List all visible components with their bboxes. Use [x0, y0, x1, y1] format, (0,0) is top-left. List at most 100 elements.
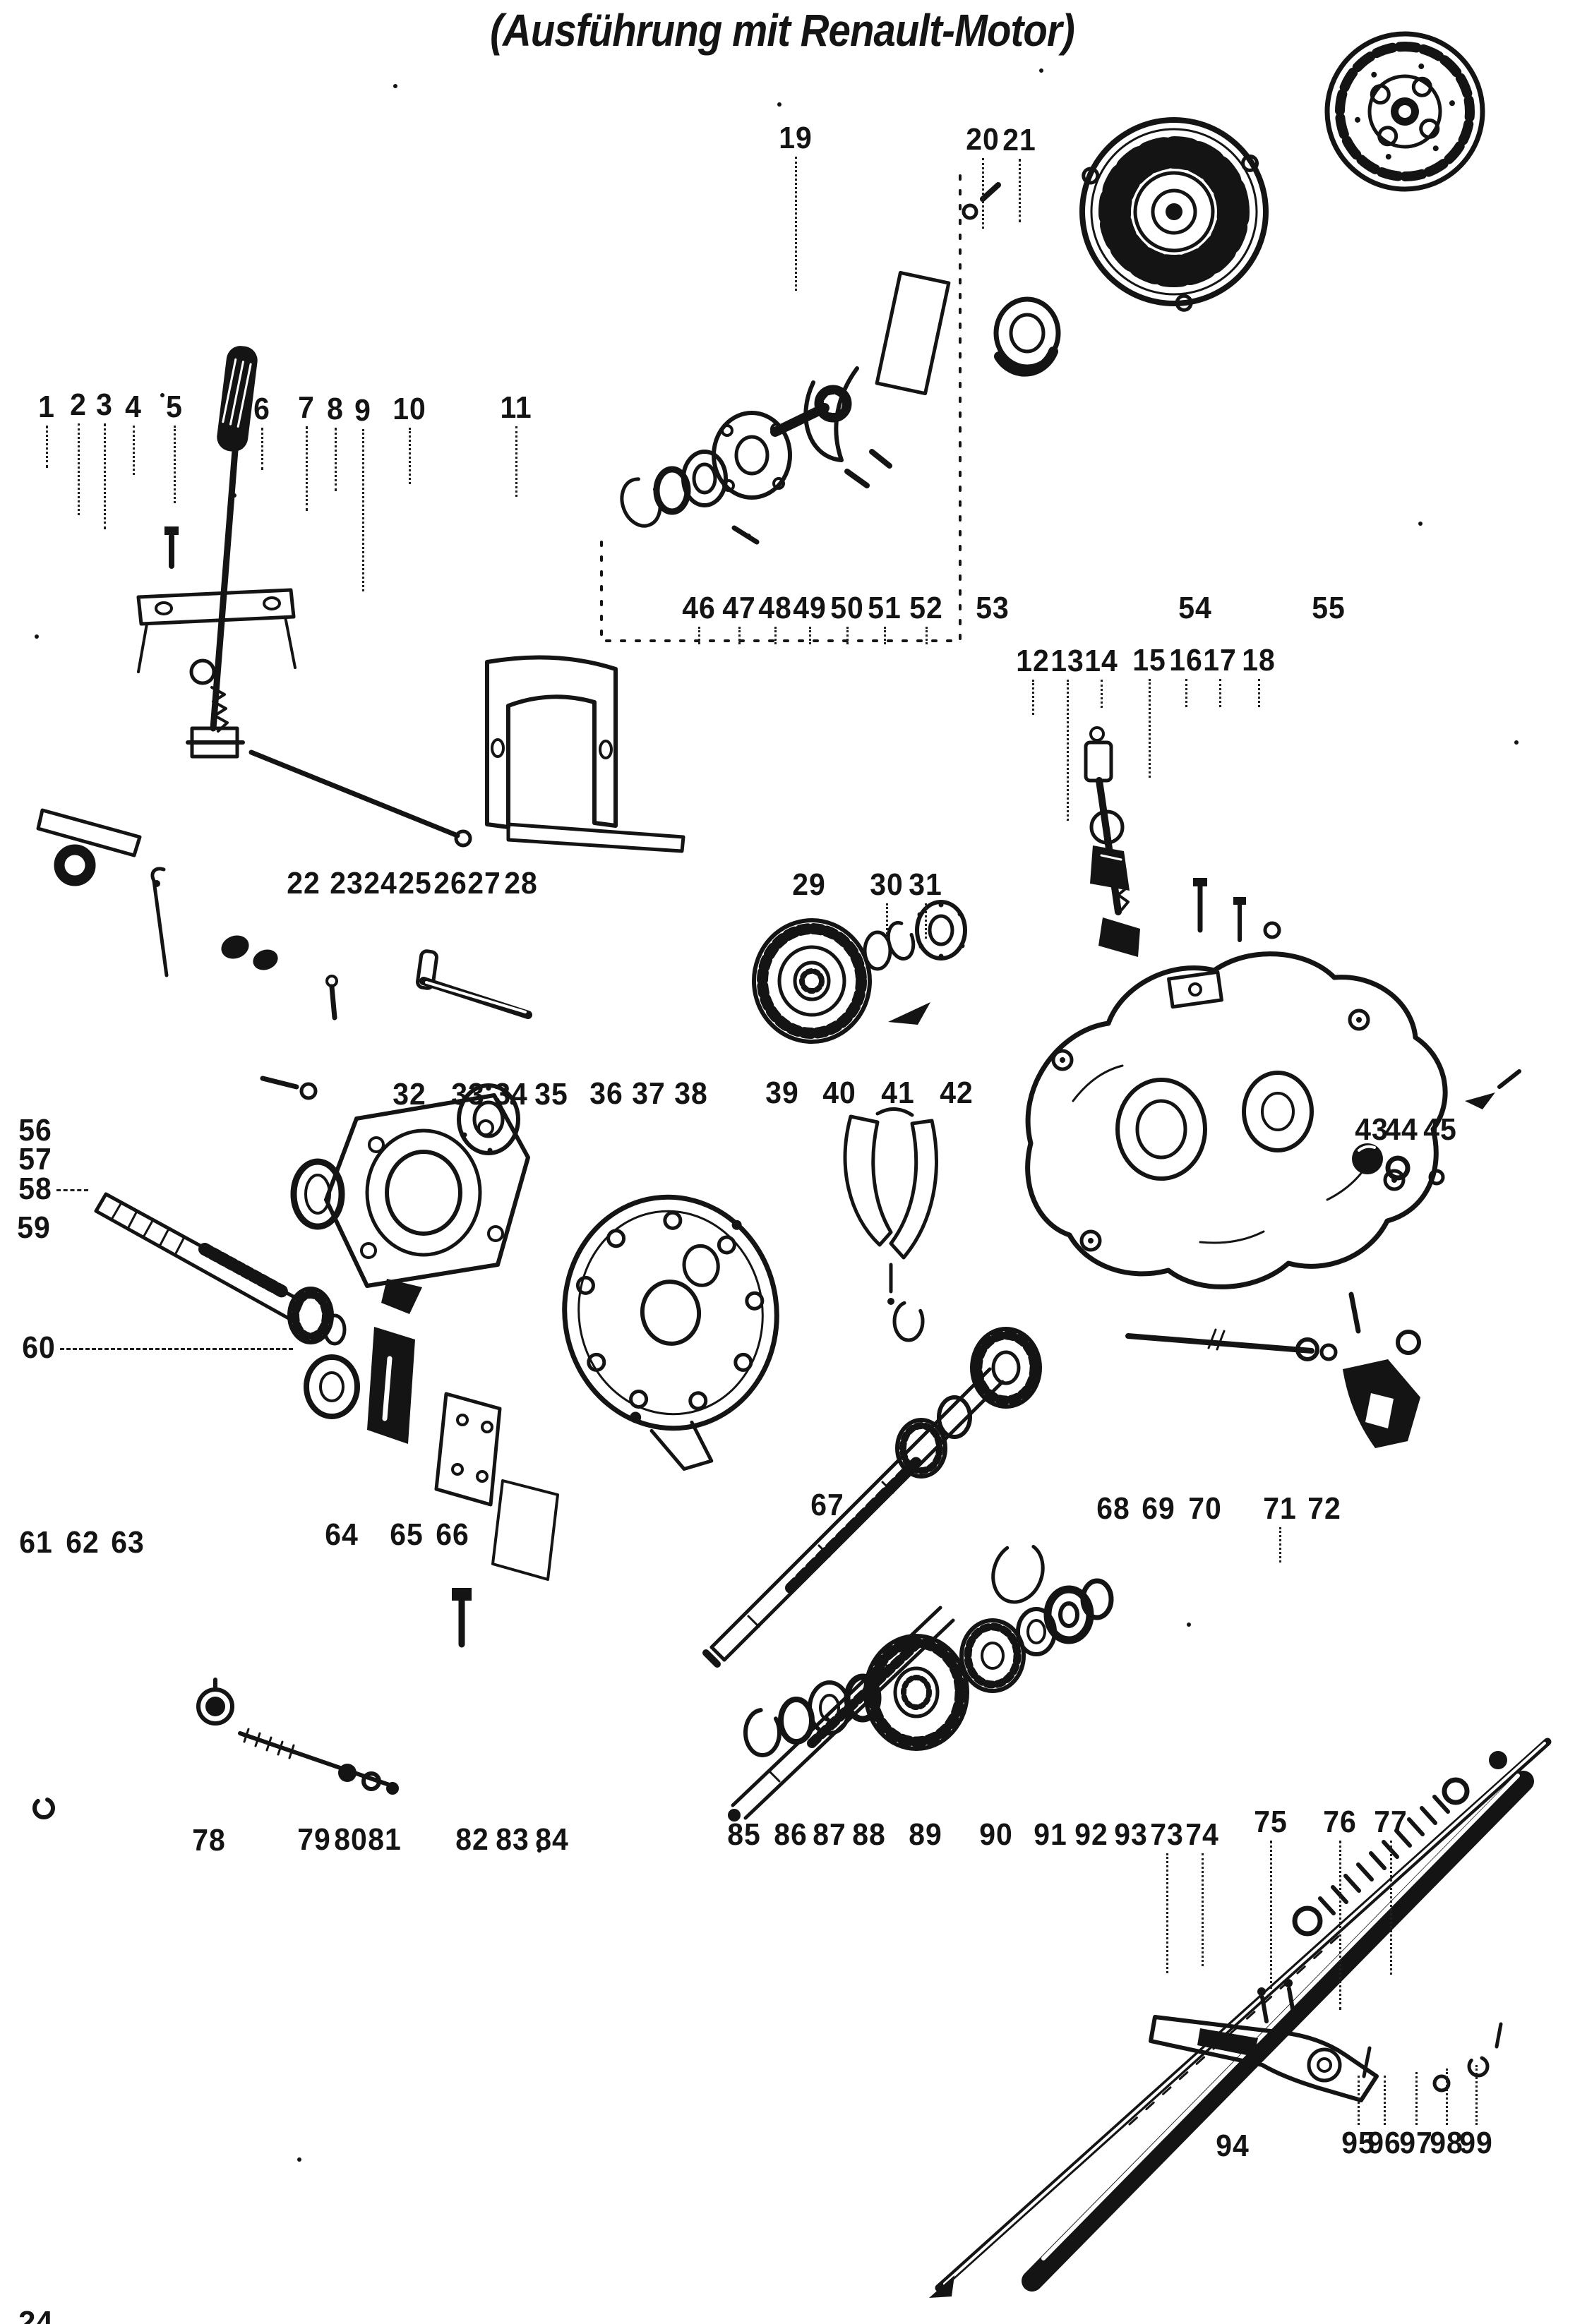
leader-line-19 [795, 157, 797, 291]
part-label-99: 99 [1459, 2126, 1493, 2160]
part-label-2: 2 [70, 387, 87, 422]
leader-line-99 [1475, 2065, 1478, 2125]
part-label-69: 69 [1142, 1491, 1175, 1526]
part-label-20: 20 [966, 122, 1000, 157]
leader-line-77 [1390, 1841, 1392, 1975]
part-label-73: 73 [1150, 1817, 1184, 1852]
clutch-disc [1324, 31, 1485, 192]
leader-line-30 [886, 903, 888, 939]
part-label-1: 1 [38, 390, 55, 424]
leader-line-6 [261, 428, 263, 470]
part-label-37: 37 [632, 1076, 666, 1111]
part-label-51: 51 [868, 591, 902, 625]
part-label-47: 47 [722, 591, 756, 625]
part-label-72: 72 [1307, 1491, 1341, 1526]
speedo-drive-group [32, 1678, 399, 1819]
part-label-92: 92 [1074, 1817, 1108, 1852]
shift-tower [1084, 726, 1281, 957]
leader-line-2 [78, 423, 80, 515]
lower-gear-cluster [728, 1541, 1114, 1822]
part-label-33: 33 [451, 1077, 485, 1112]
part-label-65: 65 [390, 1517, 424, 1552]
part-label-8: 8 [327, 392, 344, 426]
part-label-24: 24 [364, 866, 397, 901]
leader-line-16 [1185, 679, 1187, 707]
part-label-55: 55 [1312, 591, 1346, 625]
part-label-35: 35 [534, 1077, 568, 1112]
leader-line-96 [1384, 2076, 1386, 2125]
part-label-9: 9 [354, 393, 371, 428]
part-label-13: 13 [1050, 644, 1084, 678]
part-label-39: 39 [765, 1076, 799, 1110]
part-label-6: 6 [253, 392, 270, 426]
leader-line-20 [982, 158, 984, 229]
part-label-10: 10 [393, 392, 426, 426]
part-label-34: 34 [494, 1077, 528, 1112]
part-label-97: 97 [1399, 2126, 1433, 2160]
part-label-84: 84 [535, 1822, 569, 1857]
input-shaft-parts [620, 182, 1061, 545]
part-label-70: 70 [1188, 1491, 1222, 1526]
part-label-12: 12 [1016, 644, 1050, 678]
part-label-77: 77 [1374, 1805, 1408, 1839]
leader-line-18 [1258, 679, 1260, 707]
part-label-43: 43 [1355, 1112, 1389, 1147]
part-label-42: 42 [940, 1076, 974, 1110]
leader-line-75 [1270, 1841, 1272, 1989]
leader-line-95 [1358, 2076, 1360, 2125]
clutch-pressure-plate [1079, 117, 1269, 312]
part-label-63: 63 [111, 1525, 145, 1560]
part-label-75: 75 [1254, 1805, 1288, 1839]
leader-line-46 [698, 627, 700, 644]
part-label-30: 30 [870, 867, 904, 902]
leader-line-47 [738, 627, 741, 644]
part-label-60: 60 [22, 1330, 56, 1365]
part-label-79: 79 [297, 1822, 331, 1857]
part-label-52: 52 [909, 591, 943, 625]
leader-line-21 [1019, 159, 1021, 222]
part-label-5: 5 [166, 390, 183, 424]
part-label-74: 74 [1185, 1817, 1219, 1852]
part-label-50: 50 [830, 591, 864, 625]
part-label-59: 59 [17, 1210, 51, 1245]
leader-line-8 [335, 428, 337, 491]
part-label-41: 41 [881, 1076, 915, 1110]
part-label-32: 32 [393, 1077, 426, 1112]
part-label-25: 25 [398, 866, 432, 901]
part-label-95: 95 [1341, 2126, 1375, 2160]
leader-line-58 [56, 1189, 88, 1191]
input-shaft [94, 1192, 347, 1346]
selector-rod-group [1125, 1292, 1421, 1448]
leader-line-1 [46, 426, 48, 468]
part-label-68: 68 [1096, 1491, 1130, 1526]
page-title: (Ausführung mit Renault-Motor) [490, 5, 1075, 56]
part-label-56: 56 [18, 1113, 52, 1148]
part-label-3: 3 [96, 387, 113, 422]
leader-line-9 [362, 429, 364, 591]
leader-line-49 [809, 627, 811, 644]
adapter-plate [562, 1194, 779, 1471]
part-label-80: 80 [334, 1822, 368, 1857]
part-label-78: 78 [192, 1823, 226, 1858]
part-label-61: 61 [19, 1525, 53, 1560]
leader-line-50 [846, 627, 849, 644]
part-label-67: 67 [810, 1488, 844, 1522]
shift-fork [843, 1107, 938, 1305]
part-label-62: 62 [66, 1525, 100, 1560]
part-label-22: 22 [287, 866, 321, 901]
part-label-18: 18 [1242, 643, 1276, 678]
part-label-21: 21 [1002, 123, 1036, 157]
leader-line-14 [1101, 680, 1103, 708]
part-label-57: 57 [18, 1142, 52, 1176]
part-label-89: 89 [909, 1817, 942, 1852]
part-label-71: 71 [1263, 1491, 1297, 1526]
mainshaft-assembly [702, 1300, 1042, 1668]
gear-cluster-29-31 [752, 900, 967, 1044]
part-label-28: 28 [504, 866, 538, 901]
part-label-23: 23 [330, 866, 364, 901]
part-label-44: 44 [1384, 1112, 1418, 1147]
part-label-15: 15 [1132, 643, 1166, 678]
part-label-38: 38 [674, 1076, 708, 1111]
scan-noise [35, 68, 1519, 2162]
part-label-96: 96 [1367, 2126, 1401, 2160]
